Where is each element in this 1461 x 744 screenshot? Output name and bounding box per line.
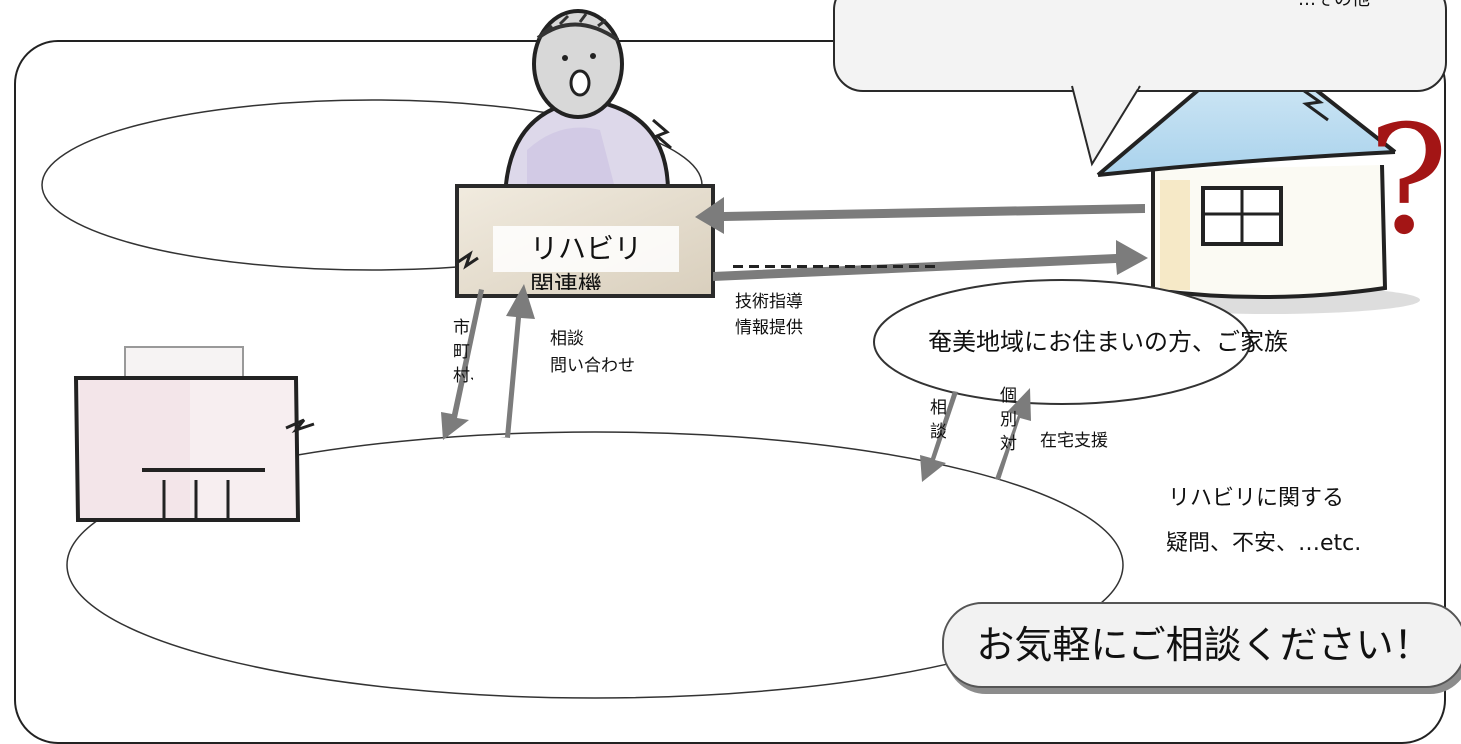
speech-bubble xyxy=(833,0,1447,92)
concerns-line2: 疑問、不安、…etc. xyxy=(1166,531,1362,556)
label-individual-vertical: 個別対 xyxy=(1000,386,1017,454)
ellipse-bottom xyxy=(66,431,1124,699)
concerns-line1: リハビリに関する xyxy=(1168,486,1345,511)
label-home-support: 在宅支援 xyxy=(1040,431,1108,451)
person-illustration xyxy=(503,9,672,199)
center-label: リハビリ xyxy=(530,232,643,265)
arrow-center-to-house xyxy=(713,240,1148,281)
label-right-down-vertical: 相談 xyxy=(930,398,946,442)
arrow-left-up xyxy=(500,284,535,438)
center-sublabel: 関連機 xyxy=(530,271,602,290)
building-illustration xyxy=(73,346,315,522)
arrow-right-down xyxy=(920,390,958,482)
label-info-provision: 情報提供 xyxy=(735,318,803,338)
arrows xyxy=(441,197,1148,482)
arrow-label-fragment xyxy=(733,265,939,268)
cta-consult-banner[interactable]: お気軽にご相談ください！ xyxy=(942,602,1461,688)
label-inquiry: 問い合わせ xyxy=(550,356,635,376)
arrow-left-down xyxy=(441,288,484,440)
resident-label: 奄美地域にお住まいの方、ご家族 xyxy=(928,328,1288,356)
question-mark-decor: ? xyxy=(1368,94,1448,268)
arrow-house-to-center xyxy=(695,197,1145,234)
label-municipality-vertical: 市町村、 xyxy=(453,318,473,386)
ellipse-residents xyxy=(873,279,1251,405)
label-consult: 相談 xyxy=(550,329,584,349)
bubble-tail-text: …その他 xyxy=(1298,0,1370,12)
center-box xyxy=(455,184,715,298)
label-technical-guidance: 技術指導 xyxy=(735,292,803,312)
arrow-right-up xyxy=(990,388,1031,480)
